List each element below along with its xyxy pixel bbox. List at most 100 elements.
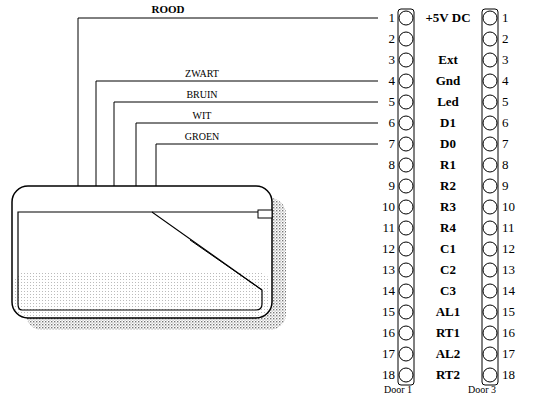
pin-number: 10	[502, 200, 515, 214]
pin-contact	[399, 116, 413, 130]
pin-contact	[483, 53, 497, 67]
pin-number: 14	[502, 284, 515, 298]
pin-number: 17	[382, 347, 395, 361]
signal-name: AL2	[436, 347, 461, 361]
pin-number: 6	[389, 116, 396, 130]
pin-number: 8	[502, 158, 509, 172]
wire-color-label: WIT	[193, 110, 212, 121]
terminal-strips	[398, 9, 498, 385]
pin-contact	[399, 74, 413, 88]
signal-name: D0	[440, 137, 456, 151]
pin-contact	[399, 242, 413, 256]
pin-number: 4	[502, 74, 509, 88]
pin-contact	[483, 116, 497, 130]
signal-name: R3	[440, 200, 456, 214]
pin-contact	[483, 326, 497, 340]
pin-number: 2	[389, 32, 396, 46]
pin-contact	[483, 221, 497, 235]
connector-name: Door 3	[468, 384, 496, 395]
pin-contact	[399, 347, 413, 361]
pin-number: 3	[389, 53, 396, 67]
pin-number: 16	[382, 326, 395, 340]
pin-number: 5	[502, 95, 509, 109]
connector-name: Door 1	[384, 384, 412, 395]
pin-number: 2	[502, 32, 509, 46]
pin-contact	[399, 32, 413, 46]
pin-number: 1	[389, 11, 396, 25]
pin-number: 13	[382, 263, 395, 277]
pin-number: 14	[382, 284, 395, 298]
pin-contact	[483, 32, 497, 46]
pin-number: 13	[502, 263, 515, 277]
wires	[78, 18, 378, 186]
pin-contact	[483, 74, 497, 88]
signal-name: C1	[440, 242, 456, 256]
pin-number: 7	[389, 137, 396, 151]
signal-name: RT1	[436, 326, 460, 340]
pin-contact	[483, 242, 497, 256]
pin-contact	[483, 368, 497, 382]
signal-name: +5V DC	[425, 11, 470, 25]
signal-name: AL1	[436, 305, 461, 319]
pin-contact	[483, 347, 497, 361]
pin-number: 18	[382, 368, 395, 382]
pin-contact	[399, 326, 413, 340]
pin-number: 7	[502, 137, 509, 151]
pin-contact	[399, 179, 413, 193]
wire-color-label: GROEN	[185, 131, 219, 142]
signal-name: R4	[440, 221, 456, 235]
signal-name: Led	[437, 95, 459, 109]
pin-number: 8	[389, 158, 396, 172]
pin-contact	[483, 137, 497, 151]
signal-name: R1	[440, 158, 456, 172]
signal-name: Gnd	[436, 74, 461, 88]
pin-contact	[483, 158, 497, 172]
pin-contact	[399, 11, 413, 25]
pin-number: 6	[502, 116, 509, 130]
pin-contact	[399, 53, 413, 67]
pin-contact	[483, 179, 497, 193]
pin-number: 9	[502, 179, 509, 193]
card-reader	[12, 186, 272, 318]
pin-number: 11	[502, 221, 515, 235]
pin-number: 17	[502, 347, 515, 361]
pin-contact	[483, 200, 497, 214]
pin-number: 10	[382, 200, 395, 214]
signal-name: R2	[440, 179, 456, 193]
pin-contact	[399, 305, 413, 319]
pin-contact	[483, 284, 497, 298]
pin-contact	[399, 200, 413, 214]
pin-number: 16	[502, 326, 515, 340]
pin-number: 18	[502, 368, 515, 382]
signal-name: D1	[440, 116, 456, 130]
pin-number: 15	[382, 305, 395, 319]
pin-contact	[399, 284, 413, 298]
pin-contact	[399, 95, 413, 109]
pin-number: 1	[502, 11, 509, 25]
wire-color-label: ROOD	[152, 3, 185, 15]
signal-name: RT2	[436, 368, 460, 382]
wire-color-label: BRUIN	[186, 89, 217, 100]
signal-name: Ext	[438, 53, 458, 67]
pin-contact	[399, 137, 413, 151]
pin-contact	[399, 158, 413, 172]
pin-contact	[483, 305, 497, 319]
pin-contact	[483, 263, 497, 277]
pin-contact	[399, 368, 413, 382]
pin-number: 5	[389, 95, 396, 109]
pin-number: 3	[502, 53, 509, 67]
pin-contact	[399, 263, 413, 277]
pin-number: 4	[389, 74, 396, 88]
pin-number: 12	[502, 242, 515, 256]
signal-name: C2	[440, 263, 456, 277]
pin-number: 15	[502, 305, 515, 319]
pin-contact	[483, 95, 497, 109]
pin-number: 11	[382, 221, 395, 235]
led-window	[258, 210, 272, 218]
pin-number: 12	[382, 242, 395, 256]
signal-name: C3	[440, 284, 456, 298]
pin-contact	[483, 11, 497, 25]
pin-number: 9	[389, 179, 396, 193]
wire-color-label: ZWART	[185, 68, 219, 79]
